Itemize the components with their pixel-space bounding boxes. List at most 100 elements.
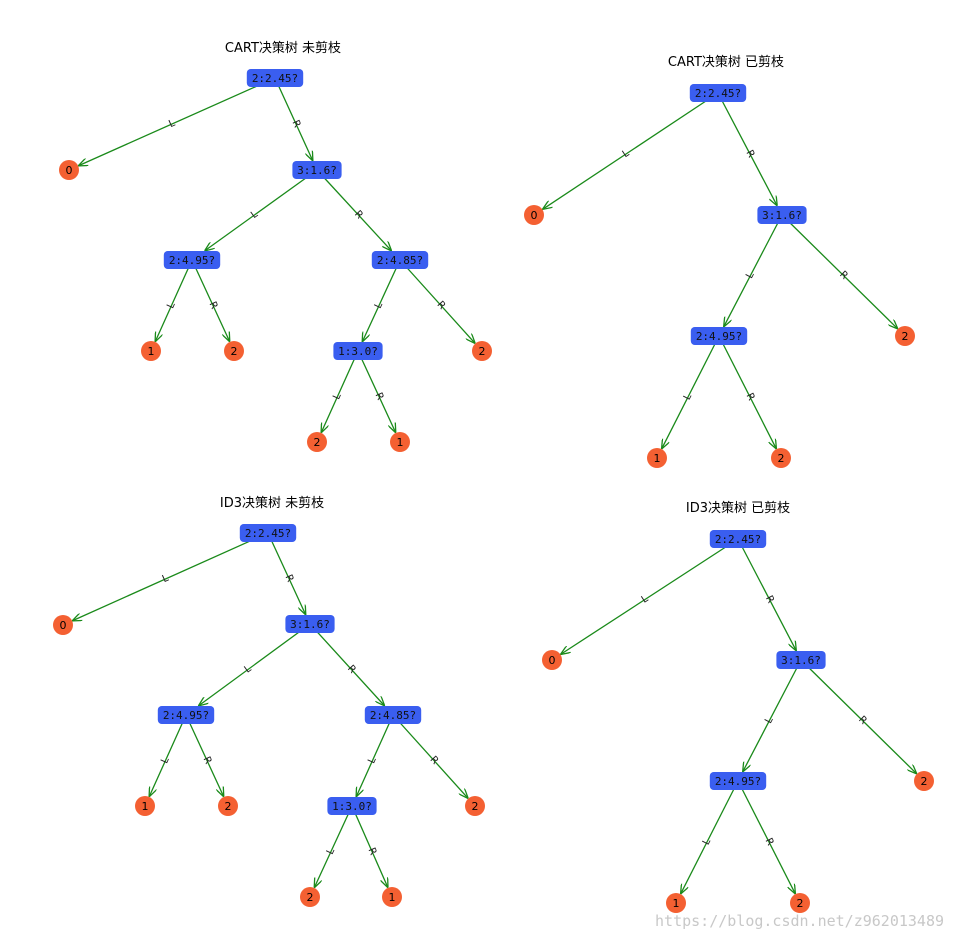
decision-node-label: 2:4.95? <box>696 330 742 343</box>
leaf-node-circle <box>382 887 402 907</box>
edge-n7-n9 <box>315 805 353 887</box>
decision-node-label: 3:1.6? <box>762 209 802 222</box>
leaf-node-circle <box>300 887 320 907</box>
edge-n4-n7 <box>357 714 394 796</box>
tree-title: ID3决策树 已剪枝 <box>686 500 790 516</box>
edge-n3-n5 <box>156 259 193 341</box>
edge-label: L <box>331 391 343 401</box>
edge-label: R <box>763 594 776 605</box>
leaf-node-circle <box>307 432 327 452</box>
decision-node-label: 1:3.0? <box>332 800 372 813</box>
leaf-node-circle <box>390 432 410 452</box>
leaf-node-label: 2 <box>921 775 928 788</box>
leaf-node-circle <box>790 893 810 913</box>
edge-label: L <box>744 270 757 280</box>
tree-title: ID3决策树 未剪枝 <box>220 495 324 511</box>
leaf-node-label: 0 <box>60 619 67 632</box>
edge-label: L <box>640 593 651 605</box>
leaf-node-label: 2 <box>225 800 232 813</box>
edge-n0-n1 <box>79 77 276 166</box>
leaf-node-circle <box>647 448 667 468</box>
decision-node-label: 2:4.95? <box>715 775 761 788</box>
leaf-node-circle <box>895 326 915 346</box>
edge-n0-n1 <box>73 532 269 621</box>
decision-node-label: 3:1.6? <box>290 618 330 631</box>
leaf-node-circle <box>914 771 934 791</box>
leaf-node-label: 2 <box>797 897 804 910</box>
edge-n4-n8 <box>399 259 475 343</box>
edge-label: R <box>744 391 757 402</box>
decision-node-label: 2:4.95? <box>169 254 215 267</box>
decision-node-label: 2:2.45? <box>715 533 761 546</box>
edge-n0-n1 <box>561 538 739 654</box>
leaf-node-label: 1 <box>142 800 149 813</box>
leaf-node-label: 2 <box>307 891 314 904</box>
decision-node-box <box>327 797 377 815</box>
edge-n2-n4 <box>781 214 897 328</box>
edge-label: R <box>763 836 776 847</box>
leaf-node-label: 2 <box>314 436 321 449</box>
edge-n0-n2 <box>267 532 305 614</box>
edge-label: L <box>249 209 260 221</box>
decision-node-box <box>371 251 429 269</box>
leaf-node-label: 0 <box>531 209 538 222</box>
watermark-text: https://blog.csdn.net/z962013489 <box>655 912 944 930</box>
decision-node-label: 3:1.6? <box>781 654 821 667</box>
decision-node-box <box>689 84 747 102</box>
decision-node-box <box>333 342 383 360</box>
edge-label: R <box>366 846 379 857</box>
edge-n7-n9 <box>322 350 359 432</box>
tree-title: CART决策树 已剪枝 <box>668 54 784 70</box>
leaf-node-circle <box>465 796 485 816</box>
edge-n2-n4 <box>316 169 391 250</box>
edge-label: R <box>290 119 303 130</box>
decision-node-label: 1:3.0? <box>338 345 378 358</box>
decision-node-box <box>239 524 297 542</box>
leaf-node-label: 2 <box>778 452 785 465</box>
decision-node-label: 2:2.45? <box>252 72 298 85</box>
edge-n4-n7 <box>363 259 401 341</box>
leaf-node-label: 2 <box>231 345 238 358</box>
edge-n2-n3 <box>199 623 311 705</box>
leaf-node-circle <box>224 341 244 361</box>
edge-label: R <box>283 573 296 584</box>
leaf-node-label: 1 <box>397 436 404 449</box>
edge-label: R <box>373 391 386 402</box>
decision-node-box <box>690 327 748 345</box>
edge-n2-n4 <box>309 623 384 705</box>
leaf-node-label: 2 <box>479 345 486 358</box>
edge-n3-n6 <box>185 714 223 796</box>
edge-label: L <box>161 573 171 585</box>
leaf-node-label: 1 <box>673 897 680 910</box>
decision-node-box <box>163 251 221 269</box>
edge-label: L <box>325 846 338 856</box>
leaf-node-label: 1 <box>654 452 661 465</box>
edge-label: L <box>701 837 714 847</box>
decision-node-box <box>709 772 767 790</box>
edge-label: L <box>373 300 386 310</box>
decision-node-box <box>709 530 767 548</box>
edge-label: L <box>366 755 378 765</box>
leaf-node-circle <box>542 650 562 670</box>
edge-n3-n5 <box>662 335 720 448</box>
decision-node-box <box>246 69 304 87</box>
edge-label: R <box>207 300 220 311</box>
decision-node-label: 3:1.6? <box>297 164 337 177</box>
decision-node-box <box>364 706 422 724</box>
decision-node-box <box>292 161 342 179</box>
edge-n0-n2 <box>717 92 777 205</box>
edge-label: L <box>242 663 253 675</box>
leaf-node-circle <box>666 893 686 913</box>
decision-node-label: 2:4.85? <box>377 254 423 267</box>
edge-label: L <box>165 300 177 310</box>
leaf-node-label: 0 <box>66 164 73 177</box>
edge-label: L <box>167 118 177 130</box>
leaf-node-circle <box>218 796 238 816</box>
edge-label: L <box>621 148 632 160</box>
edge-n4-n8 <box>392 714 468 798</box>
leaf-node-label: 0 <box>549 654 556 667</box>
edge-n3-n6 <box>191 259 229 341</box>
